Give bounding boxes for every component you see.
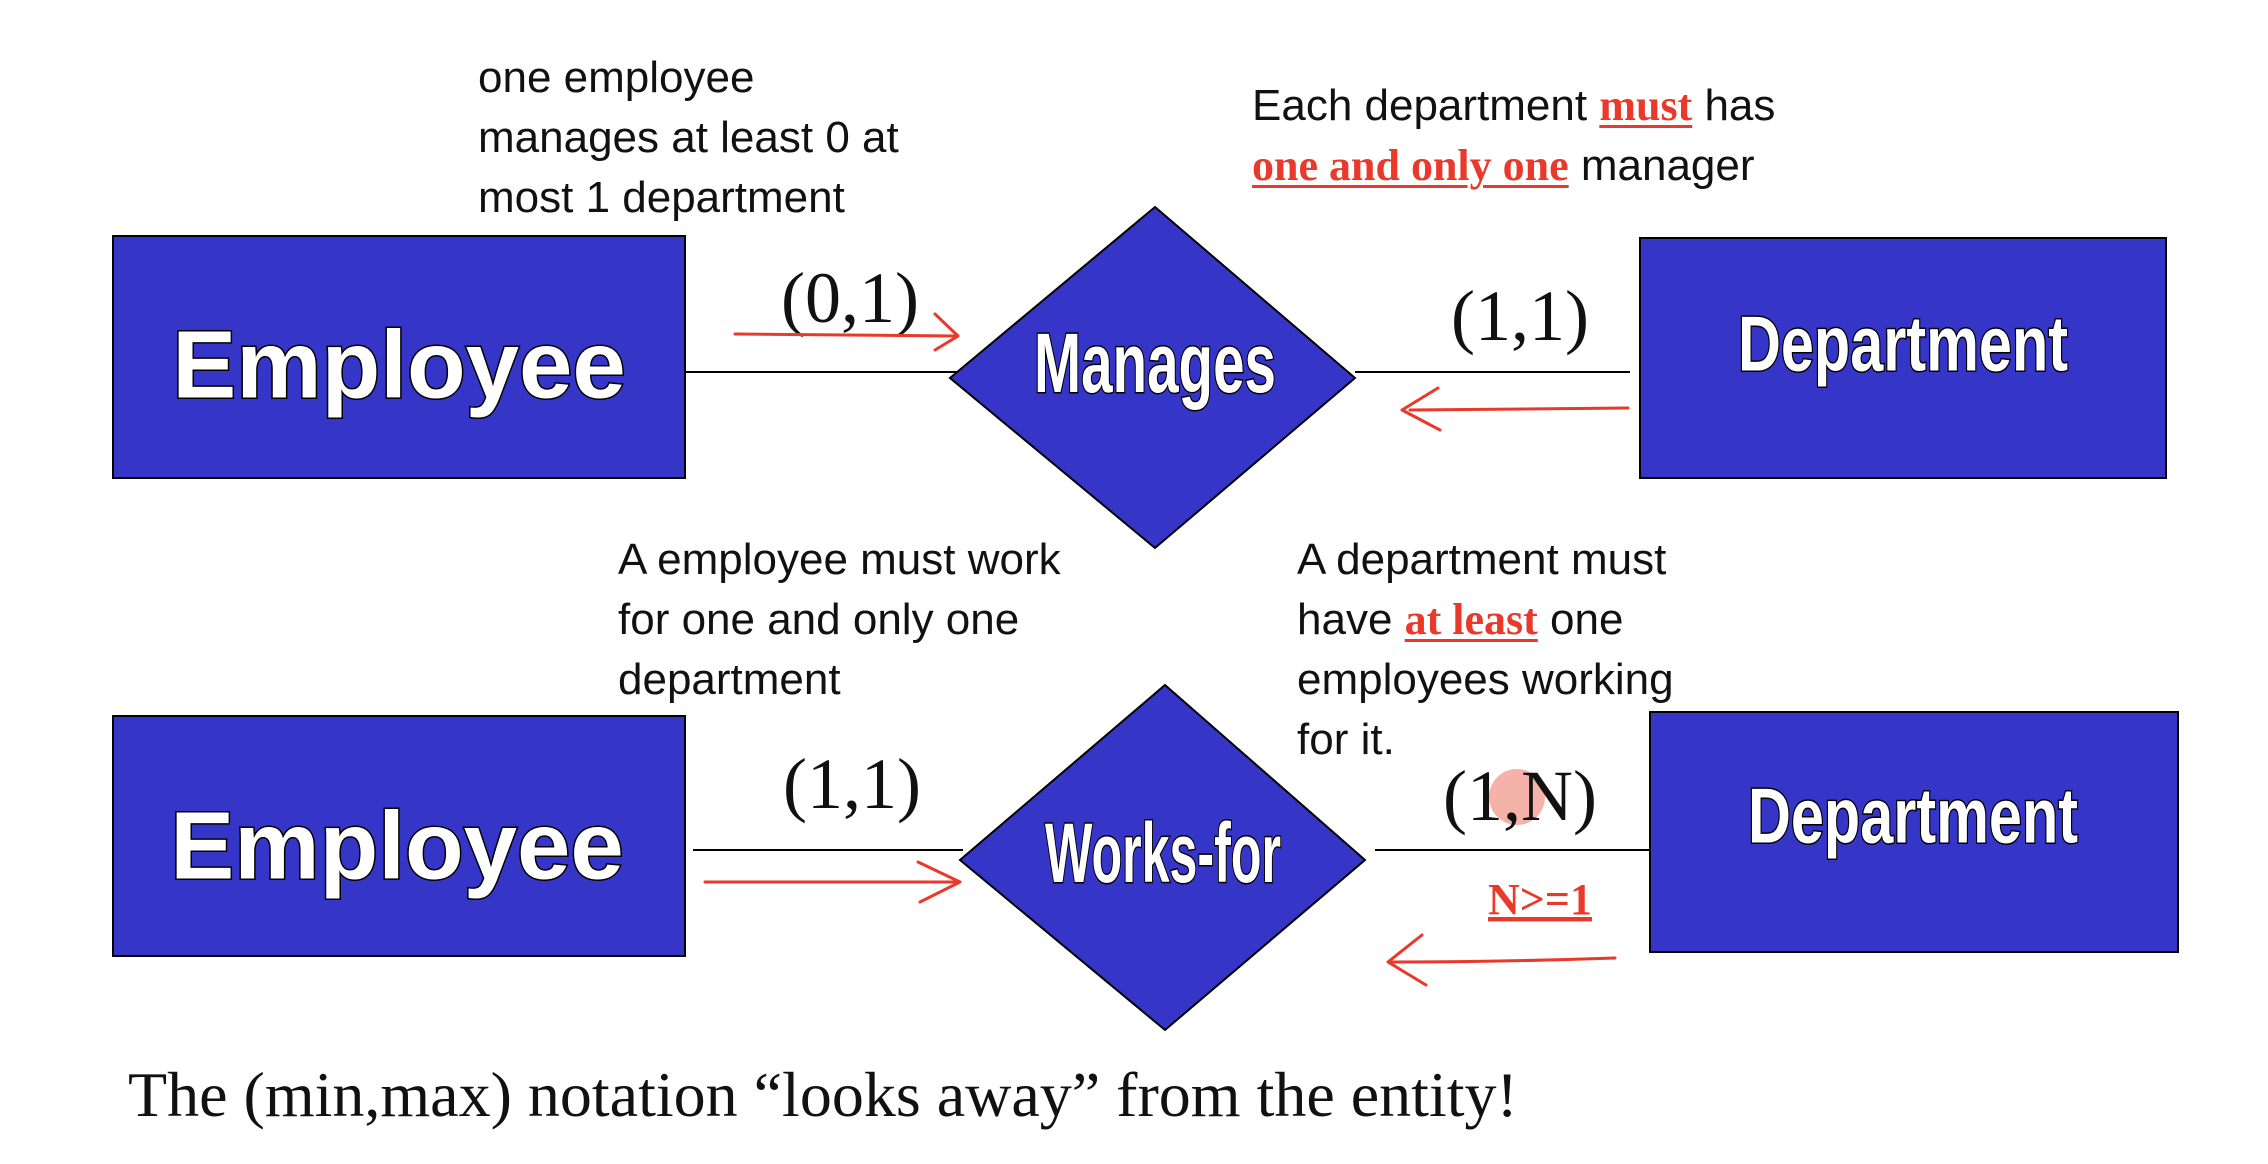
works-for-relationship-diamond [958, 683, 1367, 1032]
note-line: employees working [1297, 655, 1674, 704]
manages-relationship-diamond [948, 205, 1357, 550]
note-text: manager [1568, 141, 1755, 190]
left-arrow-icon [1400, 386, 1630, 432]
cardinality-label: (0,1) [781, 258, 919, 338]
works-for-relationship-label: Works-for [1045, 806, 1281, 900]
cardinality-label: (1,N) [1443, 756, 1597, 836]
constraint-label: N>=1 [1488, 875, 1592, 924]
note-line: A department must [1297, 535, 1667, 584]
works-for-employee-note: A employee must work for one and only on… [618, 530, 1061, 710]
emphasis-text: at least [1404, 595, 1538, 644]
employee-entity-label: Employee [170, 792, 624, 899]
footer-caption: The (min,max) notation “looks away” from… [128, 1059, 1518, 1130]
works-for-department-note: A department must have at least one empl… [1297, 530, 1674, 770]
right-arrow-icon [733, 312, 960, 352]
highlight-marker [1489, 769, 1545, 825]
works-for-row: Employee Works-for Department (1,1) (1,N… [112, 683, 2179, 1032]
department-entity-label: Department [1738, 300, 2068, 388]
department-entity-label: Department [1748, 772, 2078, 860]
note-text: Each department [1252, 81, 1600, 130]
emphasis-text: must [1599, 81, 1693, 130]
note-line: manages at least 0 at [478, 113, 899, 162]
manages-relationship-label: Manages [1034, 316, 1276, 410]
cardinality-label: (1,1) [783, 744, 921, 824]
cardinality-label: (1,1) [1451, 276, 1589, 356]
note-line: department [618, 655, 841, 704]
note-line: most 1 department [478, 173, 845, 222]
note-line: Each department must has [1252, 76, 1775, 136]
note-line: for one and only one [618, 595, 1020, 644]
note-text: have [1297, 595, 1405, 644]
note-line: have at least one [1297, 590, 1674, 650]
department-entity-box [1639, 237, 2167, 479]
note-line: for it. [1297, 715, 1395, 764]
department-entity-box [1649, 711, 2179, 953]
note-line: one employee [478, 53, 755, 102]
right-arrow-icon [703, 860, 962, 904]
note-line: A employee must work [618, 535, 1061, 584]
note-text: one [1537, 595, 1624, 644]
manages-employee-note: one employee manages at least 0 at most … [478, 48, 899, 228]
employee-entity-box [112, 235, 686, 479]
note-text: has [1692, 81, 1776, 130]
note-line: one and only one manager [1252, 136, 1775, 196]
employee-entity-box [112, 715, 686, 957]
emphasis-text: one and only one [1252, 141, 1569, 190]
left-arrow-icon [1386, 933, 1617, 987]
employee-entity-label: Employee [172, 311, 626, 418]
manages-row: Employee Manages Department (0,1) (1,1) [112, 205, 2167, 550]
manages-department-note: Each department must has one and only on… [1252, 76, 1775, 196]
